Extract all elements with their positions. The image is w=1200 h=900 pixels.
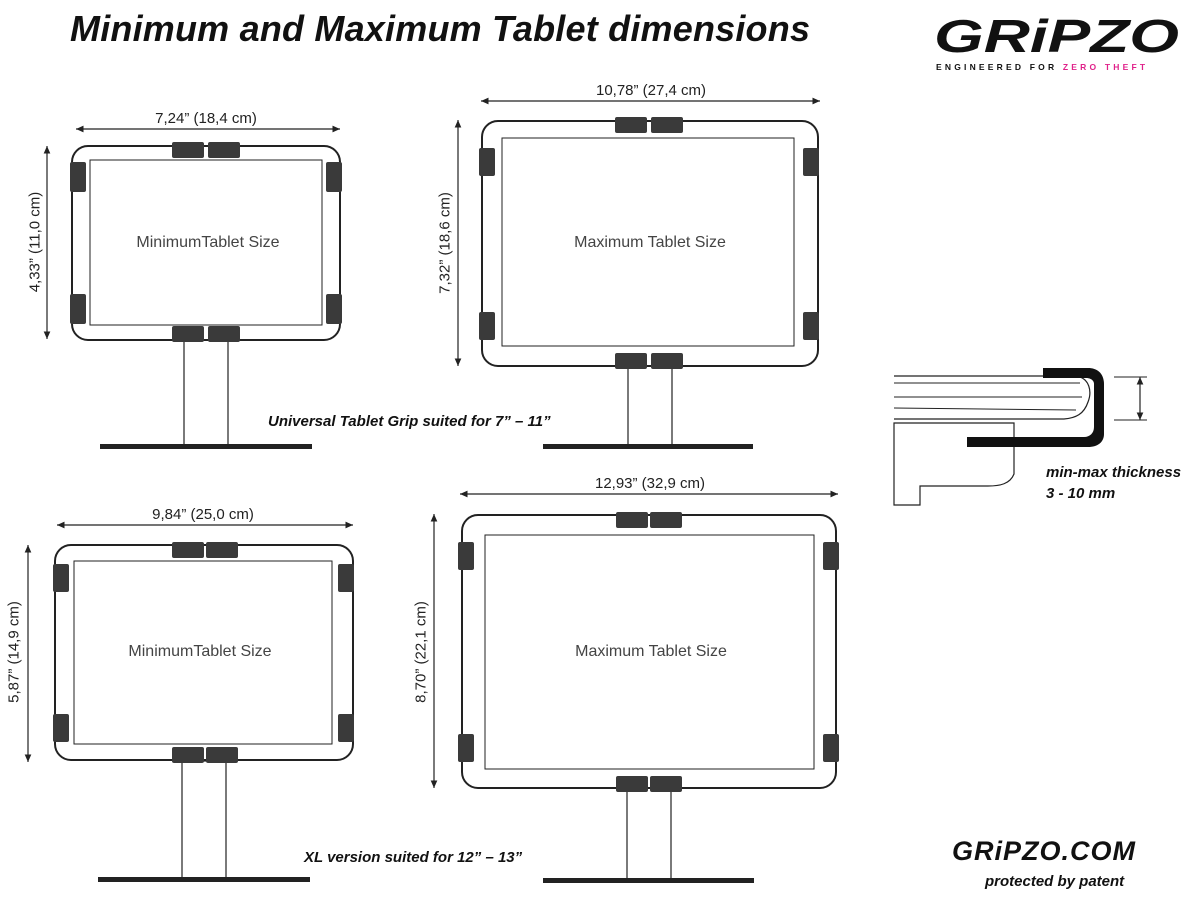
clip [172, 326, 204, 342]
top-max-stand-base [543, 444, 753, 449]
top-min-holder [43, 125, 342, 449]
thickness-label-line1: min-max thickness [1046, 464, 1182, 481]
top-max-screen [501, 137, 795, 347]
clip [70, 294, 86, 324]
clip [70, 162, 86, 192]
bottom-max-clips [458, 512, 839, 792]
clip [206, 542, 238, 558]
clip [458, 734, 474, 762]
bottom-max-screen-label: Maximum Tablet Size [575, 643, 727, 660]
clip [823, 542, 839, 570]
top-max-width-label: 10,78” (27,4 cm) [595, 82, 707, 99]
website-link[interactable]: GRiPZO.COM [952, 836, 1136, 866]
logo-tagline-prefix: ENGINEERED FOR [936, 62, 1063, 72]
clip [823, 734, 839, 762]
clip [458, 542, 474, 570]
page-title: Minimum and Maximum Tablet dimensions [70, 8, 811, 49]
top-max-screen-label: Maximum Tablet Size [574, 234, 726, 251]
bottom-min-stand-base [98, 877, 310, 882]
universal-grip-caption: Universal Tablet Grip suited for 7” – 11… [268, 413, 551, 430]
bottom-min-screen [73, 560, 333, 745]
clip [803, 312, 819, 340]
top-min-clips [70, 142, 342, 342]
clip [616, 776, 648, 792]
bottom-min-width-label: 9,84” (25,0 cm) [152, 506, 254, 523]
clip [651, 353, 683, 369]
clip [338, 714, 354, 742]
bottom-min-holder [24, 521, 354, 882]
clip [479, 312, 495, 340]
grip-clip-profile [967, 368, 1104, 447]
clip [172, 142, 204, 158]
clip [326, 162, 342, 192]
bottom-max-screen [484, 534, 815, 770]
logo-tagline: ENGINEERED FOR ZERO THEFT [936, 62, 1148, 72]
thickness-label: min-max thickness 3 - 10 mm [1046, 462, 1181, 504]
logo-tagline-accent: ZERO THEFT [1063, 62, 1148, 72]
clip [615, 353, 647, 369]
bottom-max-stand-pole [626, 787, 672, 881]
clip [651, 117, 683, 133]
tablet-edge-layer [893, 407, 1077, 411]
clip [206, 747, 238, 763]
bottom-min-screen-label: MinimumTablet Size [128, 643, 272, 660]
top-min-stand-pole [183, 339, 229, 447]
clip [172, 747, 204, 763]
clip [650, 512, 682, 528]
clip [172, 542, 204, 558]
clip [326, 294, 342, 324]
bottom-max-height-label: 8,70” (22,1 cm) [412, 601, 430, 703]
top-max-height-label: 7,32” (18,6 cm) [436, 192, 454, 294]
top-min-height-label: 4,33” (11,0 cm) [26, 191, 44, 293]
top-min-screen-label: MinimumTablet Size [136, 234, 280, 251]
tablet-edge-profile [894, 375, 1091, 420]
top-min-width-label: 7,24” (18,4 cm) [155, 110, 257, 127]
clip [650, 776, 682, 792]
top-max-stand-pole [627, 365, 673, 447]
bottom-min-clips [53, 542, 354, 763]
clip [803, 148, 819, 176]
bottom-min-stand-pole [181, 760, 227, 880]
patent-note: protected by patent [985, 873, 1125, 890]
bottom-max-holder [430, 490, 839, 883]
top-max-holder [454, 97, 820, 449]
top-max-clips [479, 117, 819, 369]
clip [338, 564, 354, 592]
bottom-max-width-label: 12,93” (32,9 cm) [594, 475, 706, 492]
bottom-min-height-label: 5,87” (14,9 cm) [5, 601, 23, 703]
clip [53, 714, 69, 742]
thickness-detail [893, 368, 1147, 506]
top-min-stand-base [100, 444, 312, 449]
xl-version-caption: XL version suited for 12” – 13” [304, 849, 523, 866]
clip [479, 148, 495, 176]
thickness-label-line2: 3 - 10 mm [1046, 485, 1116, 502]
clip [208, 326, 240, 342]
clip [53, 564, 69, 592]
clip [616, 512, 648, 528]
clip [615, 117, 647, 133]
gripzo-logo: GRiPZO ENGINEERED FOR ZERO THEFT [934, 12, 1179, 72]
clip [208, 142, 240, 158]
top-min-screen [89, 159, 323, 326]
frame-body-profile [893, 422, 1015, 506]
logo-wordmark: GRiPZO [934, 12, 1179, 62]
bottom-max-stand-base [543, 878, 754, 883]
